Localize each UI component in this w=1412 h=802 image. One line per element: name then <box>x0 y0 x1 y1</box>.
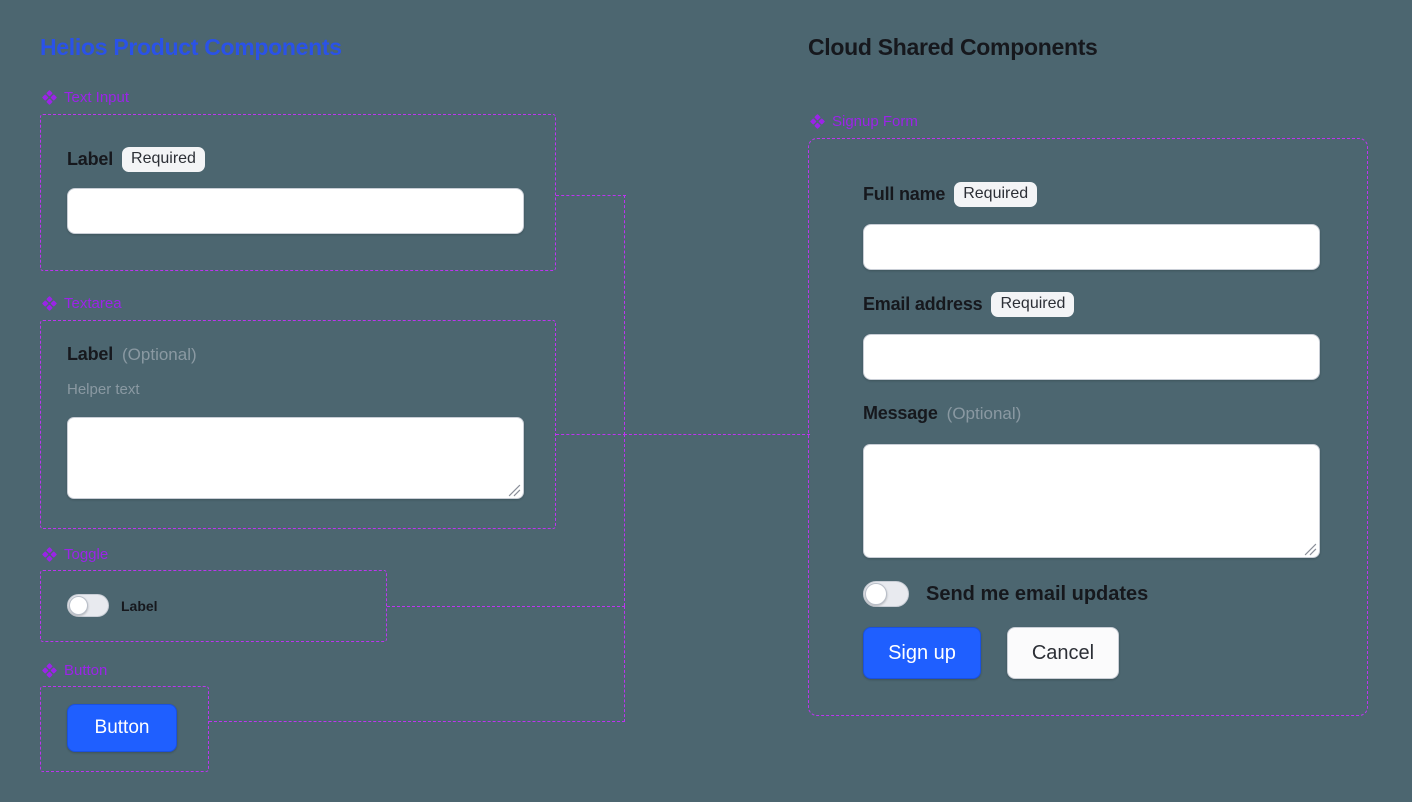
connector-toggle-v <box>624 434 625 606</box>
demo-button[interactable]: Button <box>67 704 177 752</box>
message-label-row: Message (Optional) <box>863 403 1021 424</box>
full-name-label: Full name <box>863 183 946 204</box>
connector-button-h <box>209 721 625 722</box>
message-optional-tag: (Optional) <box>946 403 1022 423</box>
section-label-signup-form: Signup Form <box>810 113 918 130</box>
component-box-button <box>40 686 209 772</box>
section-label-text: Signup Form <box>832 113 918 130</box>
email-updates-toggle-knob <box>865 583 887 605</box>
connector-toggle-h <box>387 606 625 607</box>
email-label-row: Email address Required <box>863 292 1075 317</box>
connector-text-input-h1 <box>556 195 626 196</box>
full-name-input[interactable] <box>863 224 1320 270</box>
right-panel-title: Cloud Shared Components <box>808 34 1098 60</box>
section-label-text: Toggle <box>64 546 109 563</box>
cancel-button[interactable]: Cancel <box>1007 627 1119 679</box>
message-label: Message <box>863 403 938 423</box>
toggle-label: Label <box>121 597 158 614</box>
email-input[interactable] <box>863 334 1320 380</box>
component-box-text-input <box>40 114 556 271</box>
component-diamond-icon <box>42 663 57 678</box>
component-diamond-icon <box>810 114 825 129</box>
component-box-textarea <box>40 320 556 529</box>
textarea-field[interactable] <box>67 417 524 499</box>
toggle-switch-track[interactable] <box>67 594 109 617</box>
section-label-text: Textarea <box>64 295 122 312</box>
connector-text-input-v <box>624 195 625 435</box>
component-box-toggle <box>40 570 387 642</box>
left-panel-title: Helios Product Components <box>40 34 342 60</box>
component-diamond-icon <box>42 296 57 311</box>
email-updates-toggle-label: Send me email updates <box>926 582 1149 605</box>
component-box-signup-form <box>808 138 1368 716</box>
textarea-helper-text: Helper text <box>67 381 140 398</box>
sign-up-button[interactable]: Sign up <box>863 627 981 679</box>
connector-bus-to-form <box>624 434 810 435</box>
full-name-required-badge: Required <box>954 182 1038 207</box>
textarea-label: Label <box>67 344 114 364</box>
section-label-text: Text Input <box>64 89 130 106</box>
toggle-control[interactable]: Label <box>67 594 158 617</box>
connector-textarea-h <box>556 434 626 435</box>
section-label-button: Button <box>42 662 107 679</box>
toggle-switch-knob <box>69 596 88 615</box>
text-input-label-row: Label Required <box>67 147 205 172</box>
email-required-badge: Required <box>991 292 1075 317</box>
component-diamond-icon <box>42 90 57 105</box>
section-label-text: Button <box>64 662 108 679</box>
connector-button-v <box>624 606 625 722</box>
text-input-field[interactable] <box>67 188 524 234</box>
message-textarea-wrapper <box>863 444 1320 558</box>
message-textarea[interactable] <box>863 444 1320 558</box>
text-input-required-badge: Required <box>122 147 205 172</box>
textarea-wrapper <box>67 417 524 499</box>
section-label-textarea: Textarea <box>42 295 122 312</box>
section-label-toggle: Toggle <box>42 546 108 563</box>
email-updates-toggle-track[interactable] <box>863 581 909 607</box>
textarea-optional-tag: (Optional) <box>122 344 197 364</box>
email-updates-toggle[interactable]: Send me email updates <box>863 581 1148 607</box>
text-input-label: Label <box>67 148 114 169</box>
component-diamond-icon <box>42 547 57 562</box>
textarea-label-row: Label (Optional) <box>67 344 197 365</box>
email-label: Email address <box>863 293 983 314</box>
full-name-label-row: Full name Required <box>863 182 1038 207</box>
section-label-text-input: Text Input <box>42 89 129 106</box>
